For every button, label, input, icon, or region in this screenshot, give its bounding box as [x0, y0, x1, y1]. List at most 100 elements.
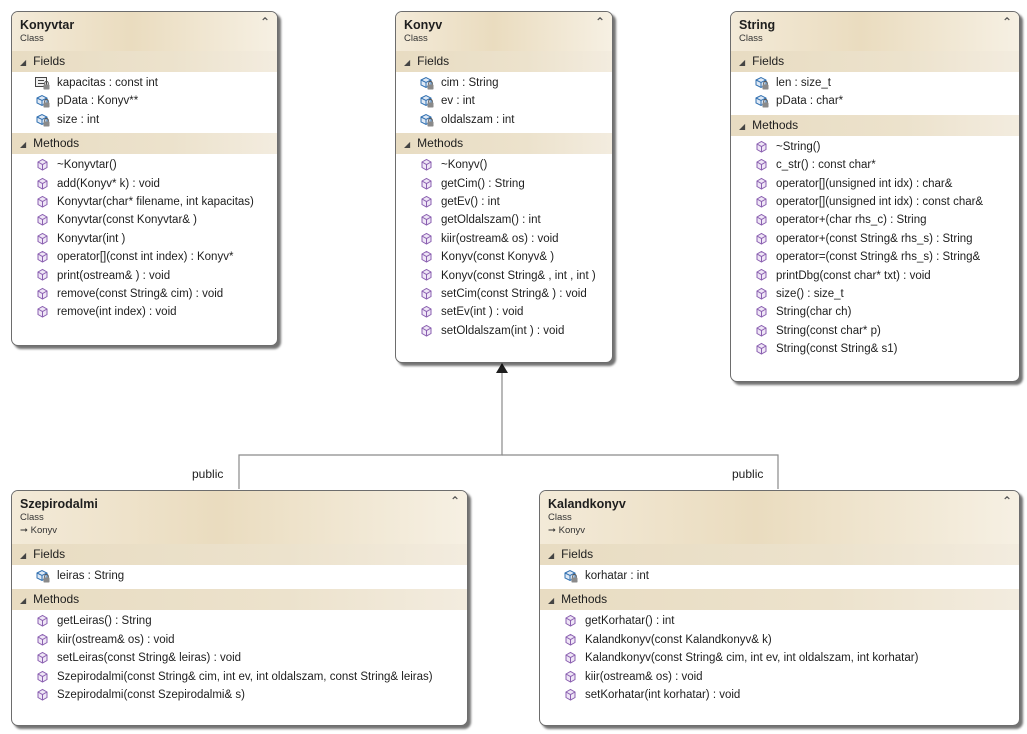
field-item[interactable]: leiras : String — [12, 567, 467, 585]
fields-section-header[interactable]: ◢ Fields — [12, 51, 277, 72]
collapse-icon[interactable]: ⌃︎ — [1001, 15, 1012, 29]
method-item[interactable]: operator+(char rhs_c) : String — [731, 211, 1019, 229]
method-item[interactable]: setKorhatar(int korhatar) : void — [540, 686, 1019, 704]
method-item[interactable]: operator+(const String& rhs_s) : String — [731, 230, 1019, 248]
field-item[interactable]: korhatar : int — [540, 567, 1019, 585]
method-item[interactable]: c_str() : const char* — [731, 156, 1019, 174]
methods-section-header[interactable]: ◢Methods — [12, 133, 277, 155]
method-item[interactable]: operator[](unsigned int idx) : const cha… — [731, 193, 1019, 211]
method-item[interactable]: getKorhatar() : int — [540, 612, 1019, 630]
field-item[interactable]: pData : Konyv** — [12, 92, 277, 110]
expand-triangle-icon[interactable]: ◢ — [20, 58, 27, 67]
method-item[interactable]: Szepirodalmi(const String& cim, int ev, … — [12, 668, 467, 686]
class-box[interactable]: Szepirodalmi Class ➞ Konyv ⌃︎ ◢Fields le… — [11, 490, 468, 726]
method-item[interactable]: setEv(int ) : void — [396, 303, 612, 321]
class-header[interactable]: Szepirodalmi Class ➞ Konyv ⌃︎ — [12, 491, 467, 544]
methods-section-header[interactable]: ◢Methods — [396, 133, 612, 155]
expand-triangle-icon[interactable]: ◢ — [548, 551, 555, 560]
method-item[interactable]: String(const char* p) — [731, 322, 1019, 340]
field-item[interactable]: len : size_t — [731, 74, 1019, 92]
method-item[interactable]: getOldalszam() : int — [396, 211, 612, 229]
field-item[interactable]: cim : String — [396, 74, 612, 92]
method-item[interactable]: kiir(ostream& os) : void — [540, 668, 1019, 686]
class-name: Kalandkonyv — [548, 497, 626, 511]
class-header[interactable]: Kalandkonyv Class ➞ Konyv ⌃︎ — [540, 491, 1019, 544]
methods-section-header[interactable]: ◢Methods — [12, 589, 467, 611]
method-item[interactable]: kiir(ostream& os) : void — [12, 631, 467, 649]
class-header[interactable]: String Class ⌃︎ — [731, 12, 1019, 51]
section-label: Fields — [33, 54, 66, 68]
fields-list: korhatar : int — [540, 565, 1019, 589]
field-item[interactable]: ev : int — [396, 92, 612, 110]
method-item[interactable]: size() : size_t — [731, 285, 1019, 303]
class-header[interactable]: Konyvtar Class ⌃︎ — [12, 12, 277, 51]
method-icon — [753, 195, 770, 209]
method-item[interactable]: remove(const String& cim) : void — [12, 285, 277, 303]
field-item[interactable]: size : int — [12, 111, 277, 129]
method-item-text: String(const String& s1) — [776, 343, 898, 356]
field-item[interactable]: kapacitas : const int — [12, 74, 277, 92]
method-item[interactable]: print(ostream& ) : void — [12, 267, 277, 285]
collapse-icon[interactable]: ⌃︎ — [1001, 494, 1012, 508]
method-item[interactable]: kiir(ostream& os) : void — [396, 230, 612, 248]
method-item[interactable]: Szepirodalmi(const Szepirodalmi& s) — [12, 686, 467, 704]
expand-triangle-icon[interactable]: ◢ — [548, 596, 555, 606]
method-item[interactable]: add(Konyv* k) : void — [12, 175, 277, 193]
method-item-text: getKorhatar() : int — [585, 615, 675, 628]
method-icon — [418, 287, 435, 301]
collapse-icon[interactable]: ⌃︎ — [449, 494, 460, 508]
collapse-icon[interactable]: ⌃︎ — [259, 15, 270, 29]
method-item[interactable]: Konyvtar(int ) — [12, 230, 277, 248]
fields-section-header[interactable]: ◢Fields — [540, 544, 1019, 565]
methods-list: ~String()c_str() : const char*operator[]… — [731, 136, 1019, 363]
fields-section-header[interactable]: ◢Fields — [731, 51, 1019, 72]
method-item[interactable]: ~Konyvtar() — [12, 156, 277, 174]
class-box[interactable]: Kalandkonyv Class ➞ Konyv ⌃︎ ◢Fields kor… — [539, 490, 1020, 726]
method-item[interactable]: setOldalszam(int ) : void — [396, 322, 612, 340]
method-item[interactable]: remove(int index) : void — [12, 303, 277, 321]
expand-triangle-icon[interactable]: ◢ — [20, 140, 27, 150]
methods-section-header[interactable]: ◢Methods — [731, 114, 1019, 136]
method-item[interactable]: setCim(const String& ) : void — [396, 285, 612, 303]
collapse-icon[interactable]: ⌃︎ — [594, 15, 605, 29]
method-item[interactable]: printDbg(const char* txt) : void — [731, 267, 1019, 285]
field-item[interactable]: oldalszam : int — [396, 111, 612, 129]
method-item[interactable]: String(const String& s1) — [731, 340, 1019, 358]
method-icon — [753, 324, 770, 338]
method-item-text: ~String() — [776, 140, 821, 153]
method-item-text: setCim(const String& ) : void — [441, 287, 587, 300]
method-item[interactable]: getEv() : int — [396, 193, 612, 211]
expand-triangle-icon[interactable]: ◢ — [404, 58, 411, 67]
expand-triangle-icon[interactable]: ◢ — [739, 58, 746, 67]
methods-section-header[interactable]: ◢Methods — [540, 589, 1019, 611]
fields-section-header[interactable]: ◢Fields — [396, 51, 612, 72]
method-item[interactable]: setLeiras(const String& leiras) : void — [12, 649, 467, 667]
method-item[interactable]: Kalandkonyv(const String& cim, int ev, i… — [540, 649, 1019, 667]
fields-section-header[interactable]: ◢Fields — [12, 544, 467, 565]
method-item[interactable]: Konyv(const Konyv& ) — [396, 248, 612, 266]
method-item[interactable]: getLeiras() : String — [12, 612, 467, 630]
method-item[interactable]: getCim() : String — [396, 175, 612, 193]
method-item-text: Kalandkonyv(const String& cim, int ev, i… — [585, 652, 919, 665]
expand-triangle-icon[interactable]: ◢ — [20, 551, 27, 560]
method-item[interactable]: Konyv(const String& , int , int ) — [396, 267, 612, 285]
method-item[interactable]: Konyvtar(char* filename, int kapacitas) — [12, 193, 277, 211]
method-item[interactable]: operator[](const int index) : Konyv* — [12, 248, 277, 266]
method-item[interactable]: String(char ch) — [731, 303, 1019, 321]
expand-triangle-icon[interactable]: ◢ — [739, 121, 746, 131]
class-header[interactable]: Konyv Class ⌃︎ — [396, 12, 612, 51]
expand-triangle-icon[interactable]: ◢ — [20, 596, 27, 606]
field-item[interactable]: pData : char* — [731, 92, 1019, 110]
method-item[interactable]: operator[](unsigned int idx) : char& — [731, 175, 1019, 193]
expand-triangle-icon[interactable]: ◢ — [404, 140, 411, 150]
method-item[interactable]: Kalandkonyv(const Kalandkonyv& k) — [540, 631, 1019, 649]
method-item[interactable]: ~Konyv() — [396, 156, 612, 174]
method-item[interactable]: Konyvtar(const Konyvtar& ) — [12, 211, 277, 229]
method-item[interactable]: operator=(const String& rhs_s) : String& — [731, 248, 1019, 266]
method-item[interactable]: ~String() — [731, 138, 1019, 156]
method-item-text: operator+(const String& rhs_s) : String — [776, 232, 973, 245]
class-box[interactable]: Konyvtar Class ⌃︎ ◢ Fields kapacitas : co… — [11, 11, 278, 346]
